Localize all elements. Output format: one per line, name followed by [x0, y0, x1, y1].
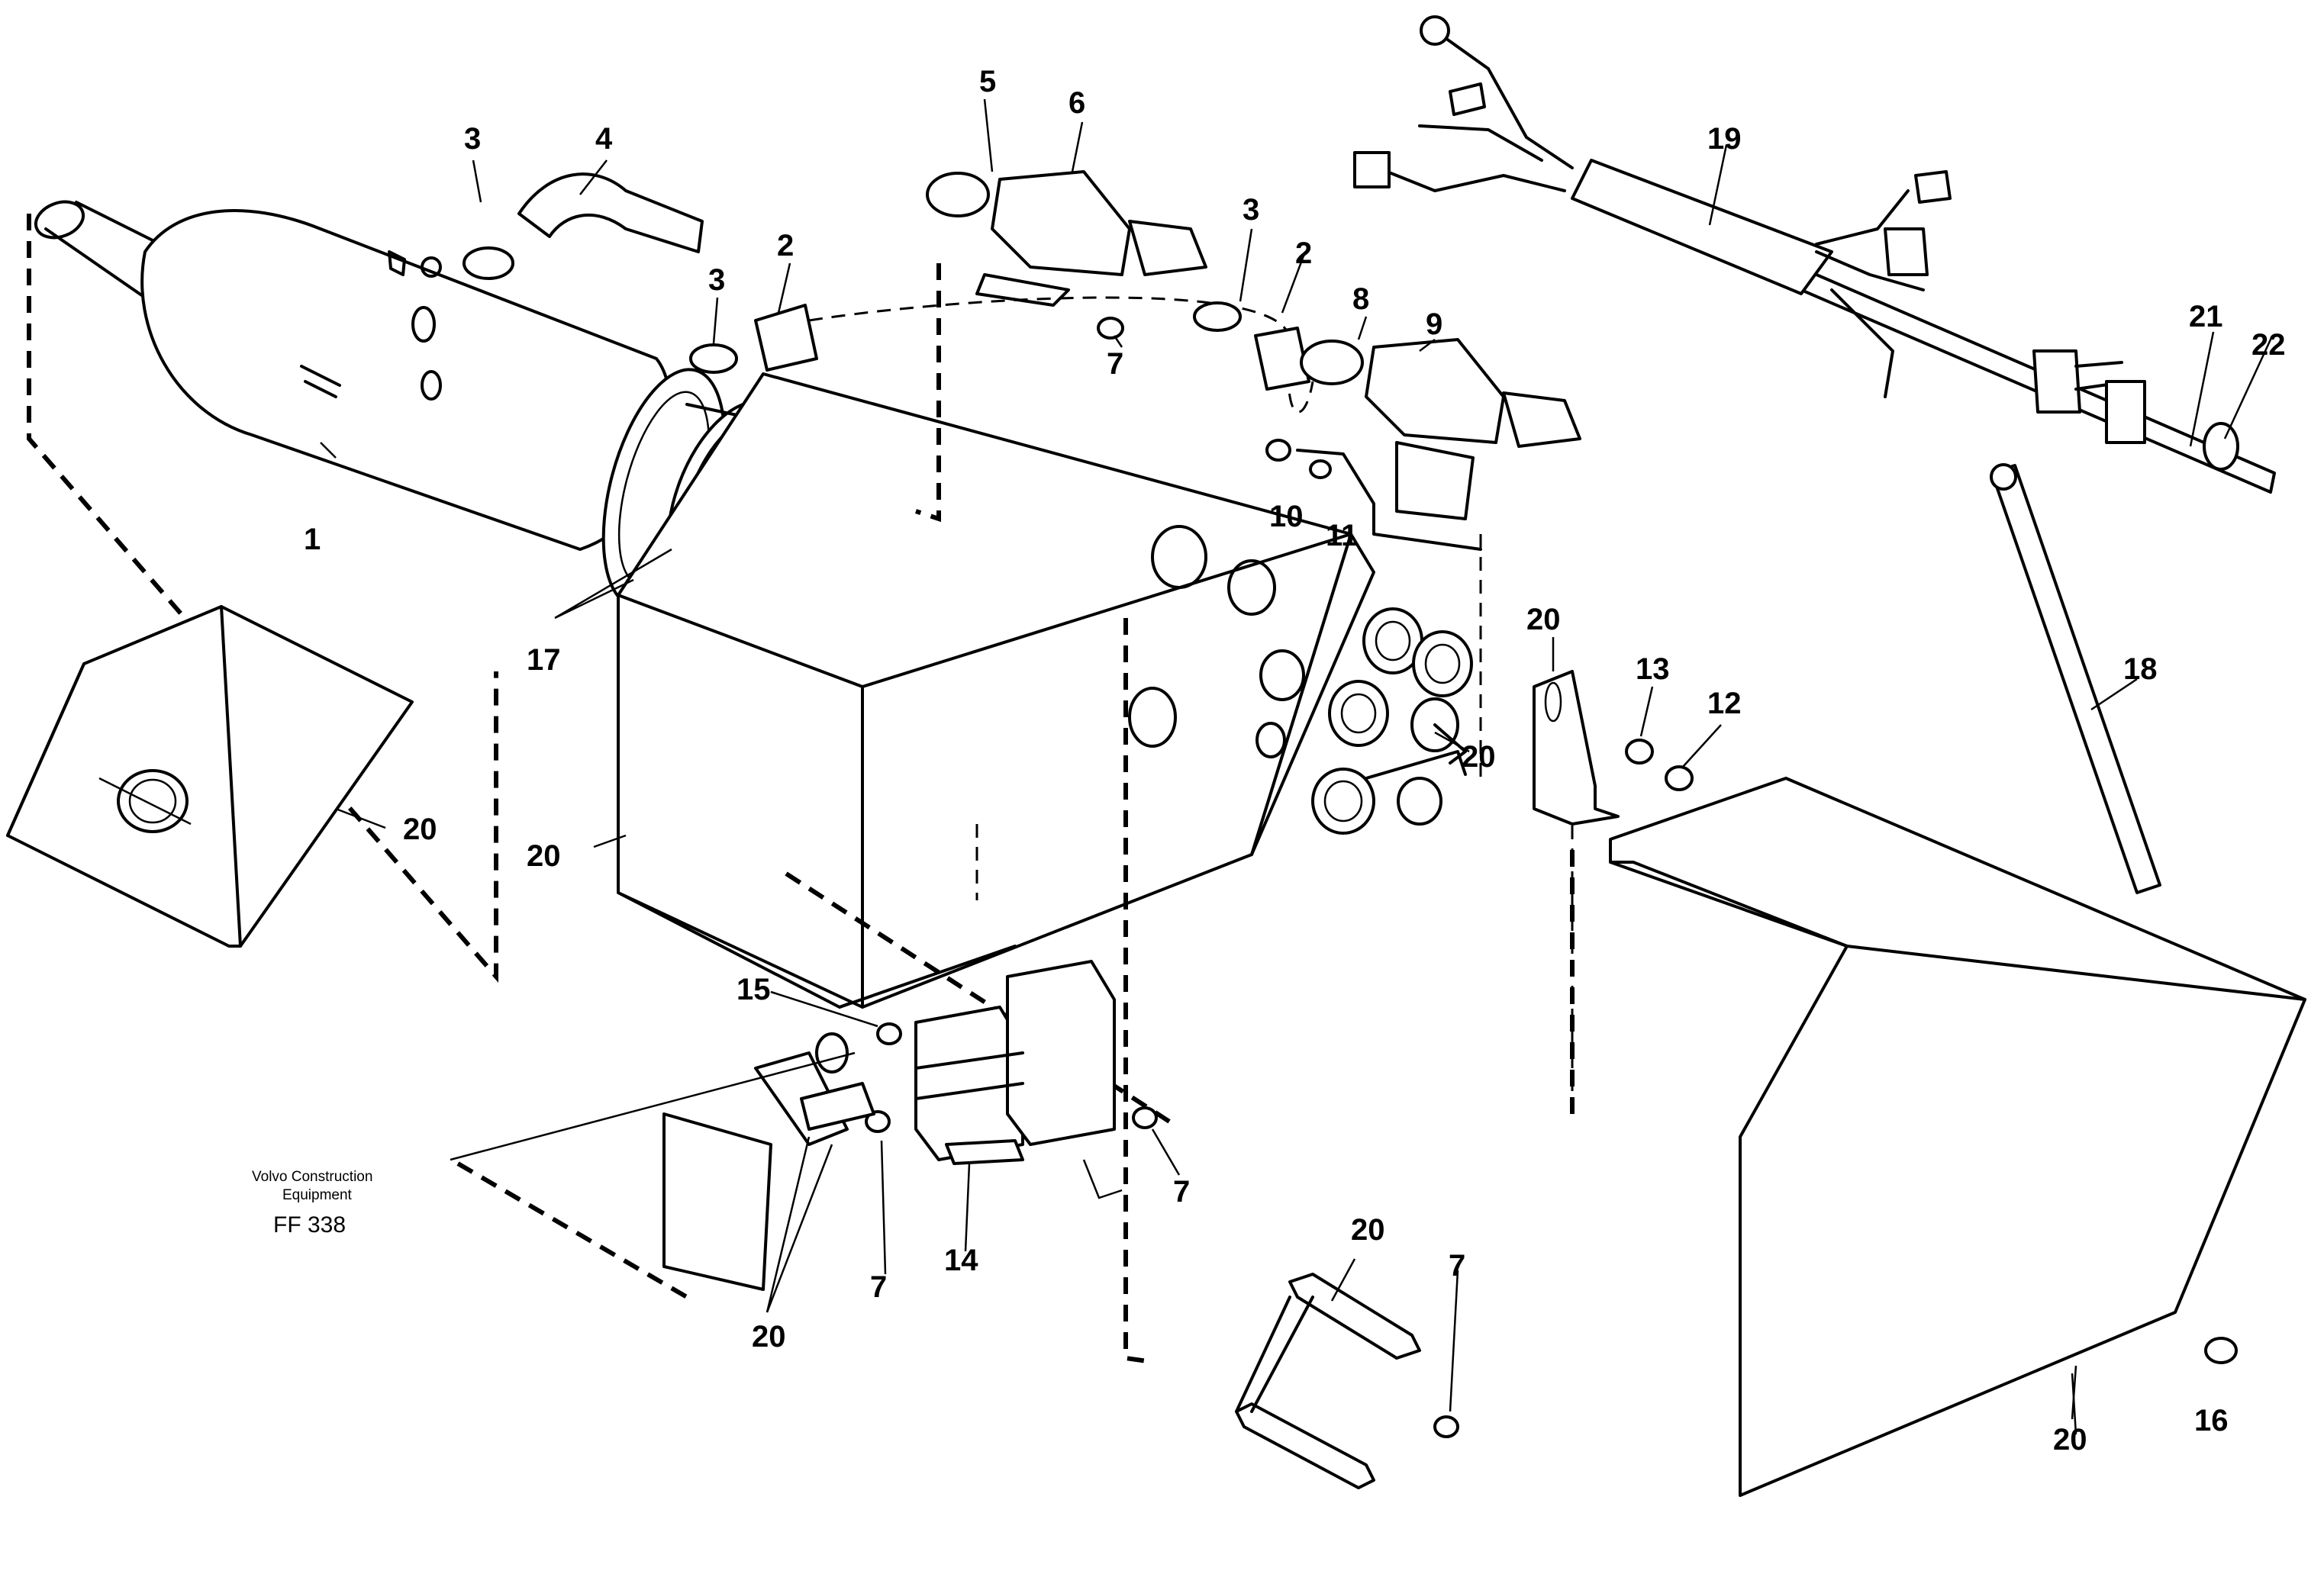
callout-12: 12 [1707, 687, 1742, 720]
callout-19: 19 [1707, 122, 1742, 156]
relay-bracket [450, 1032, 875, 1299]
water-valve-upper [926, 170, 1207, 307]
callout-9: 9 [1426, 307, 1442, 341]
callout-5: 5 [979, 65, 996, 98]
cover-right [1609, 777, 2306, 1497]
callout-16: 16 [2194, 1404, 2229, 1437]
callout-1: 1 [304, 523, 321, 556]
callout-7c: 7 [870, 1270, 887, 1304]
callout-18: 18 [2123, 652, 2158, 686]
callout-20a: 20 [403, 813, 437, 846]
callout-3c: 3 [1243, 193, 1259, 227]
grommets [1311, 607, 1473, 835]
diagram-credit: Volvo Construction Equipment FF 338 [252, 1169, 372, 1238]
callout-15: 15 [737, 973, 771, 1006]
callout-20f: 20 [1351, 1213, 1385, 1247]
control-box [914, 960, 1123, 1199]
wiring-harness [1353, 15, 2276, 494]
water-valve-lower [1300, 338, 1581, 520]
callout-8: 8 [1352, 282, 1369, 316]
callout-labels: 1 3 4 3 2 5 6 7 3 2 8 9 10 11 19 21 22 1… [304, 65, 2286, 1457]
credit-line-1: Volvo Construction [252, 1169, 372, 1185]
callout-2a: 2 [777, 229, 794, 262]
callout-6: 6 [1069, 86, 1085, 120]
callout-2b: 2 [1295, 237, 1312, 270]
callout-4: 4 [595, 122, 613, 156]
fasteners [865, 317, 2238, 1438]
callout-20g: 20 [2053, 1423, 2087, 1457]
strut-rod [1990, 463, 2161, 894]
callout-13: 13 [1636, 652, 1670, 686]
callout-11: 11 [1326, 519, 1358, 552]
insulation-cover-left [6, 605, 414, 948]
callout-7b: 7 [1173, 1175, 1190, 1209]
callout-7a: 7 [1107, 347, 1123, 381]
leader-lines [320, 98, 2272, 1435]
figure-reference: FF 338 [273, 1212, 346, 1238]
heater-box [617, 263, 1375, 1364]
callout-7d: 7 [1449, 1249, 1465, 1283]
callout-3a: 3 [464, 122, 481, 156]
callout-21: 21 [2189, 300, 2223, 333]
callout-14: 14 [944, 1244, 978, 1277]
callout-20b: 20 [527, 839, 561, 873]
support-bracket [1235, 1273, 1421, 1489]
callout-3b: 3 [708, 263, 725, 297]
callout-22: 22 [2251, 328, 2286, 362]
callout-10: 10 [1269, 500, 1304, 533]
hoses [463, 172, 1314, 414]
callout-20d: 20 [1526, 603, 1561, 636]
angle-bracket [1533, 670, 1620, 1114]
callout-20e: 20 [752, 1320, 786, 1354]
callout-17: 17 [527, 643, 561, 677]
callout-20c: 20 [1462, 740, 1496, 774]
credit-line-2: Equipment [282, 1187, 353, 1203]
